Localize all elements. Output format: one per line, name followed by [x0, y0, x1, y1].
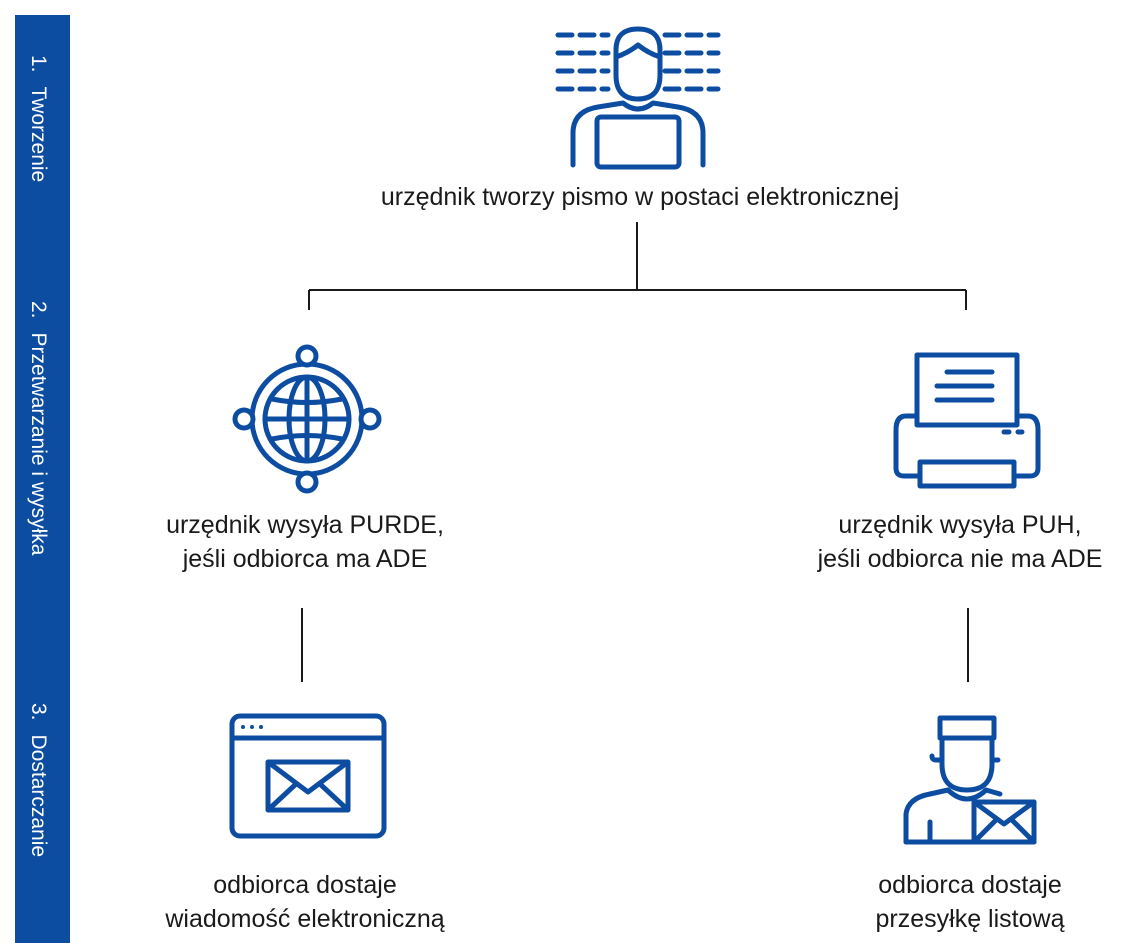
steps-sidebar: [15, 15, 70, 943]
official-label: urzędnik tworzy pismo w postaci elektron…: [380, 183, 900, 211]
puh-label: urzędnik wysyła PUH, jeśli odbiorca nie …: [817, 511, 1103, 573]
clerk-at-computer-icon: [553, 25, 723, 170]
browser-envelope-icon: [228, 712, 388, 842]
globe-network-icon: [232, 344, 382, 494]
postman-icon: [900, 712, 1040, 847]
electronic-label: odbiorca dostaje wiadomość elektroniczną: [165, 871, 445, 933]
purde-label: urzędnik wysyła PURDE, jeśli odbiorca ma…: [166, 511, 444, 573]
postal-label: odbiorca dostaje przesyłkę listową: [875, 871, 1065, 933]
printer-icon: [892, 350, 1042, 490]
